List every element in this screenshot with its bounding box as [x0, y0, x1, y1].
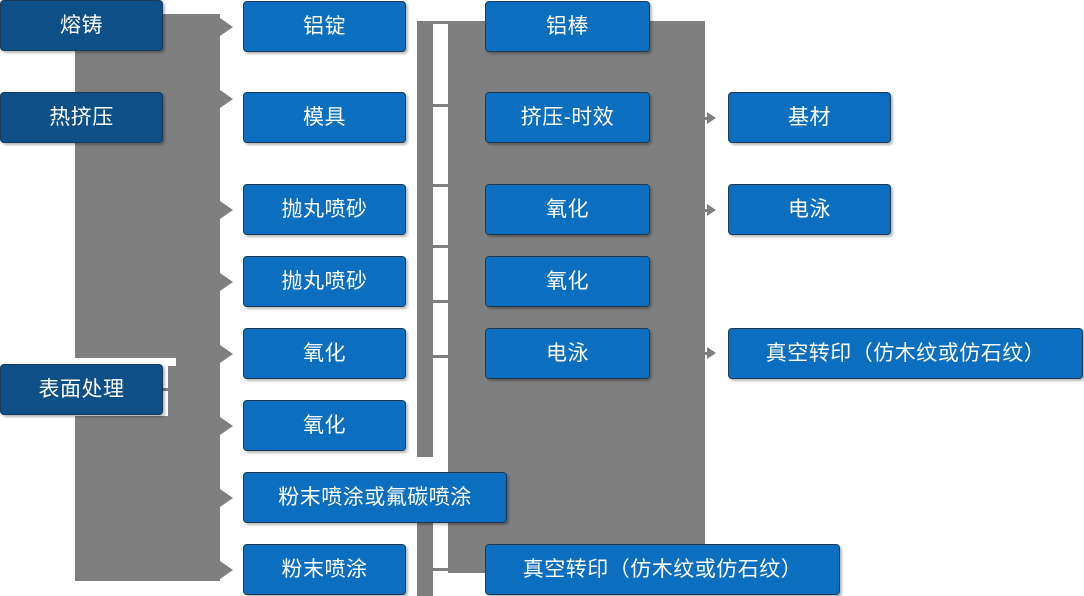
process-box-shotblast-2[interactable]: 抛丸喷砂 [243, 256, 406, 307]
mid-rail-tie-0 [417, 21, 452, 24]
mid-rail-tie-4 [433, 300, 452, 303]
process-box-oxidation-3[interactable]: 氧化 [485, 184, 650, 235]
stage-box-extrusion[interactable]: 热挤压 [0, 92, 163, 143]
mid-connector-rail-upper [417, 21, 433, 457]
process-box-vacuum-transfer-2[interactable]: 真空转印（仿木纹或仿石纹） [728, 328, 1083, 379]
process-label: 铝锭 [303, 14, 346, 38]
process-label: 模具 [303, 105, 346, 129]
process-box-substrate[interactable]: 基材 [728, 92, 891, 143]
process-box-ingot[interactable]: 铝锭 [243, 1, 406, 52]
process-label: 氧化 [546, 197, 589, 221]
process-label: 粉末喷涂 [281, 557, 368, 581]
process-box-shotblast-1[interactable]: 抛丸喷砂 [243, 184, 406, 235]
process-label: 抛丸喷砂 [281, 197, 368, 221]
process-label: 氧化 [303, 341, 346, 365]
right-arrow-0 [707, 112, 716, 124]
left-arrow-7 [220, 561, 233, 579]
stage-melting-to-extrusion-arrow [68, 73, 86, 84]
process-label: 挤压-时效 [520, 105, 615, 129]
right-stub-1 [700, 209, 710, 212]
stage-box-melting[interactable]: 熔铸 [0, 0, 163, 51]
right-stub-0 [700, 117, 710, 120]
process-box-billet[interactable]: 铝棒 [485, 1, 650, 52]
mid-rail-tie-1 [433, 104, 452, 107]
left-arrow-3 [220, 273, 233, 291]
left-arrow-5 [220, 417, 233, 435]
left-margin-mask [0, 0, 75, 596]
mid-rail-tie-3 [433, 245, 452, 248]
surface-stage-mask-top [0, 358, 176, 366]
process-label: 基材 [788, 105, 831, 129]
process-box-extrusion-aging[interactable]: 挤压-时效 [485, 92, 650, 143]
process-label: 氧化 [303, 413, 346, 437]
process-box-electrophoresis-1[interactable]: 电泳 [485, 328, 650, 379]
stage-label: 熔铸 [60, 13, 103, 37]
mid-rail-tie-2 [433, 184, 452, 187]
left-arrow-0 [220, 18, 233, 36]
stage-label: 表面处理 [38, 377, 125, 401]
process-box-vacuum-transfer-1[interactable]: 真空转印（仿木纹或仿石纹） [485, 544, 840, 595]
process-box-oxidation-2[interactable]: 氧化 [243, 400, 406, 451]
left-arrow-1 [220, 90, 233, 108]
process-label: 抛丸喷砂 [281, 269, 368, 293]
process-label: 电泳 [788, 197, 831, 221]
process-box-die[interactable]: 模具 [243, 92, 406, 143]
right-stub-2 [700, 352, 710, 355]
stage-box-surface[interactable]: 表面处理 [0, 364, 163, 415]
process-label: 铝棒 [546, 14, 589, 38]
process-label: 粉末喷涂或氟碳喷涂 [278, 485, 472, 509]
left-arrow-2 [220, 201, 233, 219]
process-label: 氧化 [546, 269, 589, 293]
left-arrow-4 [220, 345, 233, 363]
process-label: 电泳 [546, 341, 589, 365]
stage-label: 热挤压 [49, 105, 114, 129]
left-arrow-6 [220, 489, 233, 507]
right-arrow-1 [707, 204, 716, 216]
process-box-electrophoresis-2[interactable]: 电泳 [728, 184, 891, 235]
process-box-oxidation-4[interactable]: 氧化 [485, 256, 650, 307]
surface-stage-link [163, 388, 185, 391]
process-box-powder-or-fluorocarbon[interactable]: 粉末喷涂或氟碳喷涂 [243, 472, 507, 523]
process-label: 真空转印（仿木纹或仿石纹） [765, 341, 1046, 365]
process-box-oxidation-1[interactable]: 氧化 [243, 328, 406, 379]
process-label: 真空转印（仿木纹或仿石纹） [522, 557, 803, 581]
process-box-powder-coating[interactable]: 粉末喷涂 [243, 544, 406, 595]
mid-rail-tie-5 [417, 355, 452, 358]
right-arrow-2 [707, 347, 716, 359]
